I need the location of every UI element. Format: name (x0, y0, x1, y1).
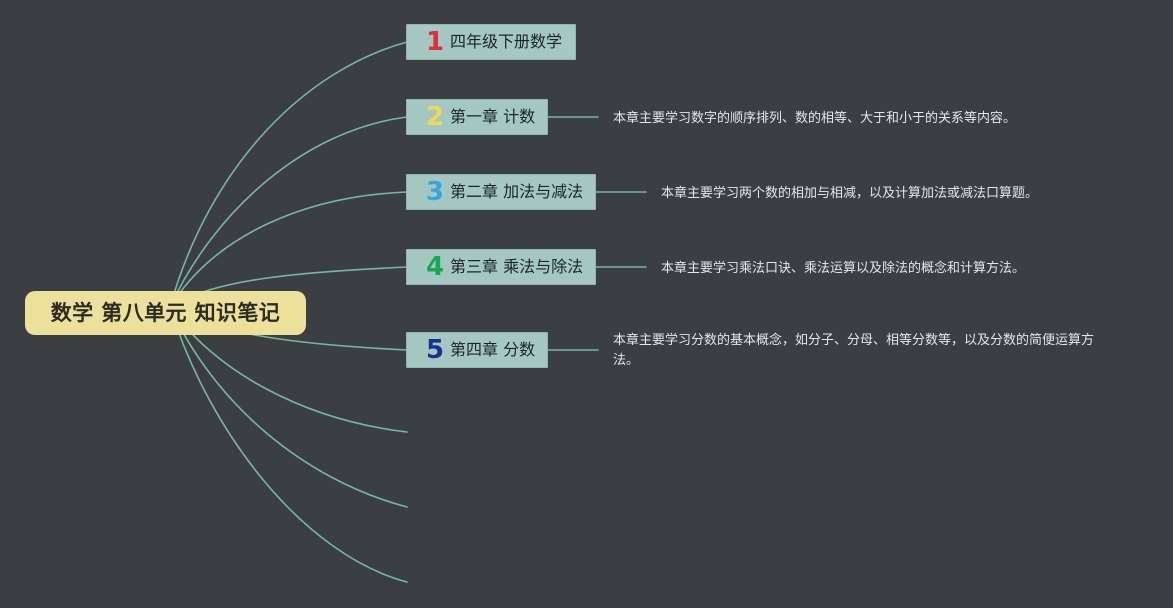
branch-4-description[interactable]: 本章主要学习乘法口诀、乘法运算以及除法的概念和计算方法。 (661, 261, 1026, 276)
branch-node-4-label: 第三章 乘法与除法 (450, 257, 584, 276)
branch-node-3-label: 第二章 加法与减法 (450, 182, 584, 201)
number-1-badge-icon: 1 (426, 27, 445, 57)
branch-node-3[interactable]: 3 第二章 加法与减法 (406, 174, 596, 210)
branch-node-5-label: 第四章 分数 (450, 340, 536, 359)
central-topic[interactable]: 数学 第八单元 知识笔记 (25, 291, 306, 335)
connector-root-to-empty-branch-2 (169, 306, 408, 508)
connector-root-to-branch-3 (169, 191, 408, 308)
branch-node-2-label: 第一章 计数 (450, 107, 536, 126)
branch-5-description[interactable]: 本章主要学习分数的基本概念，如分子、分母、相等分数等，以及分数的简便运算方法。 (613, 333, 1095, 368)
number-3-badge-icon: 3 (426, 177, 445, 207)
number-5-badge-icon: 5 (426, 335, 445, 365)
number-2-badge-icon: 2 (426, 102, 445, 132)
branch-node-2[interactable]: 2 第一章 计数 (406, 99, 548, 135)
connector-root-to-empty-branch-3 (169, 306, 408, 583)
branch-node-1-label: 四年级下册数学 (450, 32, 563, 51)
branch-node-4[interactable]: 4 第三章 乘法与除法 (406, 249, 596, 285)
connector-root-to-branch-2 (169, 116, 408, 308)
branch-2-description[interactable]: 本章主要学习数字的顺序排列、数的相等、大于和小于的关系等内容。 (613, 111, 1017, 126)
number-4-badge-icon: 4 (426, 252, 445, 282)
branch-3-description[interactable]: 本章主要学习两个数的相加与相减，以及计算加法或减法口算题。 (661, 186, 1039, 201)
connector-root-to-branch-1 (169, 41, 408, 308)
central-topic-title: 数学 第八单元 知识笔记 (50, 301, 281, 325)
branch-node-5[interactable]: 5 第四章 分数 (406, 332, 548, 368)
branch-node-1[interactable]: 1 四年级下册数学 (406, 24, 576, 60)
